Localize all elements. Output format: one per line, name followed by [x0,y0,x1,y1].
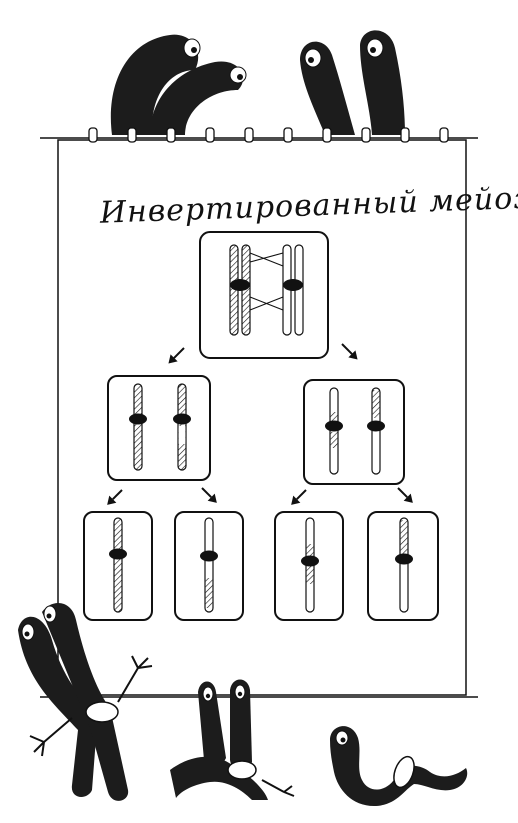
chromosome-icon [229,244,251,336]
box-middle-left [107,375,211,481]
centromere-icon [109,548,127,560]
spiral-rings [88,127,449,143]
hand [117,655,153,703]
pupil [237,74,243,80]
box-bottom-1 [83,511,153,621]
box-top [199,231,329,359]
character-top-2 [150,61,244,136]
pupil [205,693,211,699]
hand [261,779,295,797]
spiral-ring-icon [322,127,332,143]
centromere-icon [227,760,257,780]
chromosome-icon [129,383,147,471]
box-bottom-2 [174,511,244,621]
chromosome-icon [109,517,127,613]
chromosome-icon [282,244,304,336]
chromosome-icon [301,517,319,613]
chromosome-icon [395,517,413,613]
pupil [46,613,52,619]
centromere-icon [283,279,303,291]
pupil [340,737,346,743]
spiral-ring-icon [361,127,371,143]
centromere-icon [200,550,218,562]
centromere-icon [230,279,250,291]
centromere-icon [85,701,119,723]
pupil [308,57,314,63]
chromosome-icon [200,517,218,613]
centromere-icon [325,420,343,432]
character-bottom-left [18,616,98,797]
hand [29,717,73,757]
character-bottom-middle-2 [230,679,252,771]
pupil [24,631,30,637]
box-bottom-4 [367,511,439,621]
spiral-ring-icon [166,127,176,143]
box-bottom-3 [274,511,344,621]
arrow-icon [168,347,185,364]
characters-top [110,30,405,136]
chromosome-icon [325,387,343,475]
arrow-icon [341,343,358,360]
centromere-icon [301,555,319,567]
pupil [191,47,197,53]
centromere-icon [367,420,385,432]
spiral-ring-icon [439,127,449,143]
box-middle-right [303,379,405,485]
arrow-icon [201,487,217,503]
character-bottom-left-arm [42,602,129,801]
character-bottom-middle [198,681,226,769]
centromere-icon [393,755,415,789]
pupil [370,47,376,53]
centromere-icon [129,413,147,425]
crossover-lines [249,252,284,311]
chromosome-icon [367,387,385,475]
spiral-ring-icon [244,127,254,143]
chromosome-icon [173,383,191,471]
spiral-ring-icon [400,127,410,143]
arrow-icon [291,489,307,505]
character-bottom-middle-legs [170,756,268,800]
character-top-1 [110,34,199,135]
spiral-ring-icon [205,127,215,143]
spiral-ring-icon [88,127,98,143]
centromere-icon [173,413,191,425]
character-bottom-right [330,726,468,806]
pupil [237,691,243,697]
arrow-icon [107,489,123,505]
arrow-icon [397,487,413,503]
characters-bottom [18,602,468,806]
spiral-ring-icon [127,127,137,143]
spiral-ring-icon [283,127,293,143]
centromere-icon [395,553,413,565]
